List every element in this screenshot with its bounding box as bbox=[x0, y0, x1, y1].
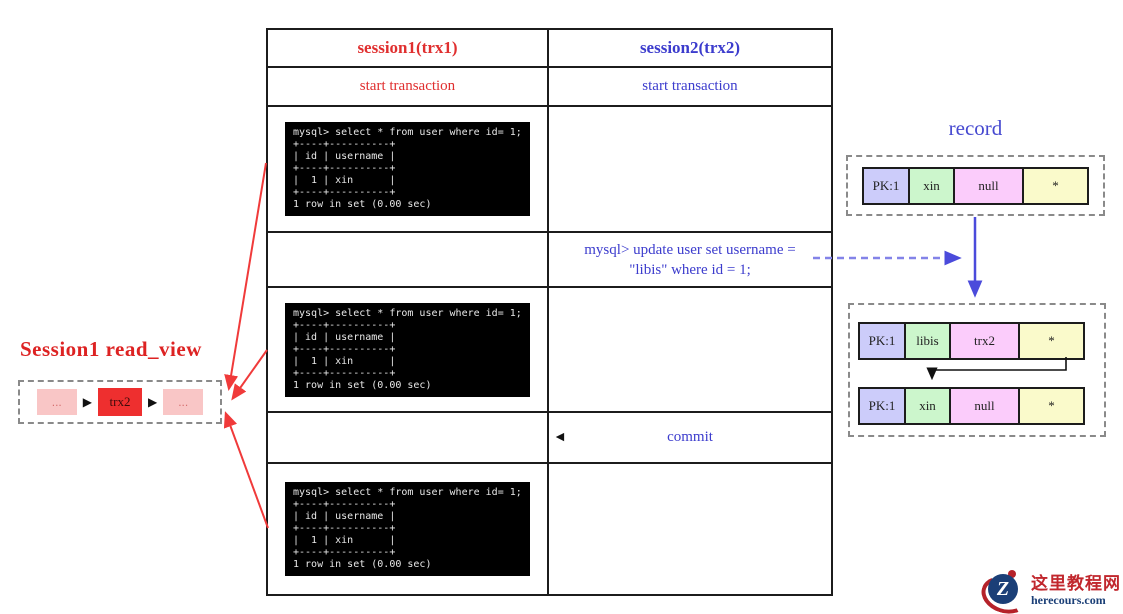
record-title: record bbox=[948, 116, 1003, 140]
update-statement-line2: "libis" where id = 1; bbox=[629, 261, 751, 278]
session1-select-cell-3: mysql> select * from user where id= 1; +… bbox=[268, 464, 549, 594]
flow-right-arrow-icon-1: ▶ bbox=[82, 395, 92, 409]
commit-label: commit bbox=[667, 429, 713, 445]
record-current-pk-cell: PK:1 bbox=[862, 166, 910, 205]
session2-empty-cell-1 bbox=[549, 107, 831, 233]
watermark: Z 这里教程网 herecours.com bbox=[976, 570, 1121, 614]
record-undo-rest-cell: * bbox=[1018, 387, 1085, 425]
record-current-trx-cell: null bbox=[953, 166, 1024, 205]
session-table: session1(trx1) session2(trx2) start tran… bbox=[266, 28, 833, 596]
record-version-chain-box: PK:1 libis trx2 * PK:1 xin null * bbox=[848, 303, 1106, 437]
record-updated-rest-cell: * bbox=[1018, 322, 1085, 360]
read-view-arrow-from-select3 bbox=[223, 411, 269, 529]
record-undo-row: PK:1 xin null * bbox=[858, 387, 1085, 425]
terminal-output-2: mysql> select * from user where id= 1; +… bbox=[285, 302, 530, 397]
session1-header: session1(trx1) bbox=[268, 30, 549, 68]
read-view-title: Session1 read_view bbox=[20, 337, 202, 361]
commit-left-arrow-icon: ◄ bbox=[553, 429, 567, 445]
record-current-rest-cell: * bbox=[1022, 166, 1089, 205]
record-updated-pk-cell: PK:1 bbox=[858, 322, 906, 360]
record-undo-pk-cell: PK:1 bbox=[858, 387, 906, 425]
session1-start-transaction: start transaction bbox=[268, 68, 549, 107]
watermark-site-name: 这里教程网 bbox=[1031, 574, 1121, 594]
session2-commit-cell: ◄ commit bbox=[549, 413, 831, 464]
read-view-arrow-from-select1 bbox=[224, 162, 267, 391]
record-undo-trx-cell: null bbox=[949, 387, 1020, 425]
record-current-box: PK:1 xin null * bbox=[846, 155, 1105, 216]
session1-empty-cell-2 bbox=[268, 413, 549, 464]
logo-dot bbox=[1008, 570, 1016, 578]
read-view-cell-left: ... bbox=[36, 389, 77, 415]
record-updated-username-cell: libis bbox=[904, 322, 951, 360]
read-view-cell-trx2: trx2 bbox=[98, 388, 142, 416]
session2-update-cell: mysql> update user set username = "libis… bbox=[549, 233, 831, 288]
read-view-box: ... ▶ trx2 ▶ ... bbox=[18, 380, 222, 424]
terminal-output-1: mysql> select * from user where id= 1; +… bbox=[285, 122, 530, 216]
logo-letter: Z bbox=[988, 574, 1018, 604]
record-updated-row: PK:1 libis trx2 * bbox=[858, 322, 1085, 360]
record-updated-trx-cell: trx2 bbox=[949, 322, 1020, 360]
site-logo-icon: Z bbox=[976, 570, 1034, 614]
session1-select-cell-1: mysql> select * from user where id= 1; +… bbox=[268, 107, 549, 233]
watermark-site-url: herecours.com bbox=[1031, 592, 1106, 607]
session2-header: session2(trx2) bbox=[549, 30, 831, 68]
terminal-output-3: mysql> select * from user where id= 1; +… bbox=[285, 482, 530, 576]
record-current-row: PK:1 xin null * bbox=[862, 166, 1089, 205]
session1-select-cell-2: mysql> select * from user where id= 1; +… bbox=[268, 288, 549, 413]
flow-right-arrow-icon-2: ▶ bbox=[148, 395, 158, 409]
record-current-username-cell: xin bbox=[908, 166, 955, 205]
session2-empty-cell-3 bbox=[549, 464, 831, 594]
update-statement-line1: mysql> update user set username = bbox=[584, 241, 796, 258]
session1-empty-cell-1 bbox=[268, 233, 549, 288]
session2-empty-cell-2 bbox=[549, 288, 831, 413]
record-undo-username-cell: xin bbox=[904, 387, 951, 425]
read-view-arrow-from-select2 bbox=[231, 349, 268, 401]
read-view-cell-right: ... bbox=[163, 389, 204, 415]
session2-start-transaction: start transaction bbox=[549, 68, 831, 107]
